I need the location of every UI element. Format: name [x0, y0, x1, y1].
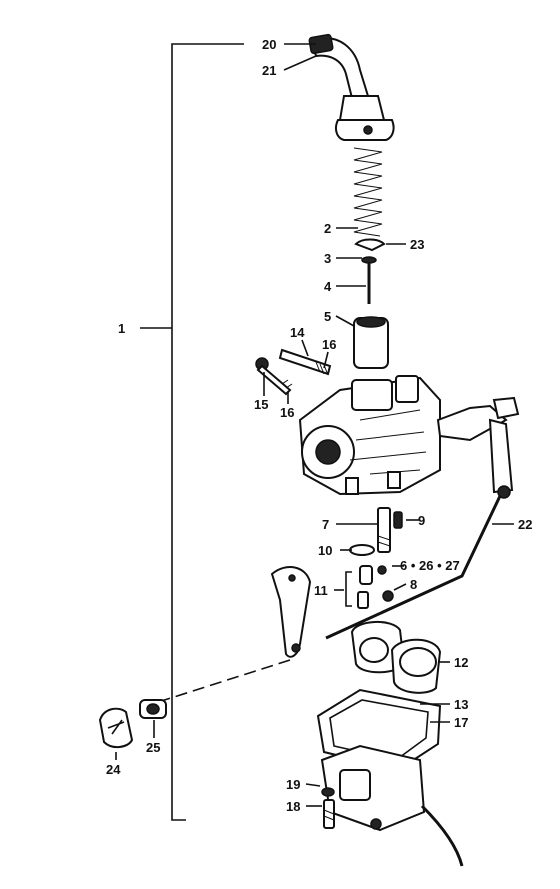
callout-18: 18 [286, 799, 300, 814]
callout-24: 24 [106, 762, 121, 777]
callout-21: 21 [262, 63, 276, 78]
callout-15: 15 [254, 397, 268, 412]
callout-5: 5 [324, 309, 331, 324]
callout-1: 1 [118, 321, 125, 336]
callout-19: 19 [286, 777, 300, 792]
callout-17: 17 [454, 715, 468, 730]
callout-11: 11 [314, 583, 328, 598]
callout-6-26-27: 6 • 26 • 27 [400, 558, 460, 573]
callout-23: 23 [410, 237, 424, 252]
assembly-bracket [140, 43, 244, 821]
callout-16-lower: 16 [280, 405, 294, 420]
callout-7: 7 [322, 517, 329, 532]
throttle-slide [353, 316, 389, 369]
callout-3: 3 [324, 251, 331, 266]
callout-14: 14 [290, 325, 305, 340]
float [350, 621, 442, 694]
throttle-spring [353, 147, 383, 237]
float-chamber [316, 688, 464, 867]
callout-2: 2 [324, 221, 331, 236]
callout-16-upper: 16 [322, 337, 336, 352]
callout-9: 9 [418, 513, 425, 528]
needle-assembly [354, 238, 386, 304]
callout-12: 12 [454, 655, 468, 670]
choke-linkage [325, 396, 520, 640]
drain-screws [321, 787, 335, 829]
callout-labels: 1 20 21 2 23 3 4 5 14 16 15 16 7 9 22 10… [106, 37, 532, 814]
carburetor-body [298, 375, 441, 496]
cap-and-nut [98, 699, 167, 748]
choke-lever [151, 566, 312, 705]
pilot-screws [255, 348, 332, 396]
callout-4: 4 [324, 279, 332, 294]
callout-22: 22 [518, 517, 532, 532]
callout-10: 10 [318, 543, 332, 558]
callout-20: 20 [262, 37, 276, 52]
callout-8: 8 [410, 577, 417, 592]
jet-parts [345, 507, 403, 609]
throttle-cable [308, 33, 395, 141]
callout-25: 25 [146, 740, 160, 755]
leader-lines [115, 43, 514, 807]
callout-13: 13 [454, 697, 468, 712]
